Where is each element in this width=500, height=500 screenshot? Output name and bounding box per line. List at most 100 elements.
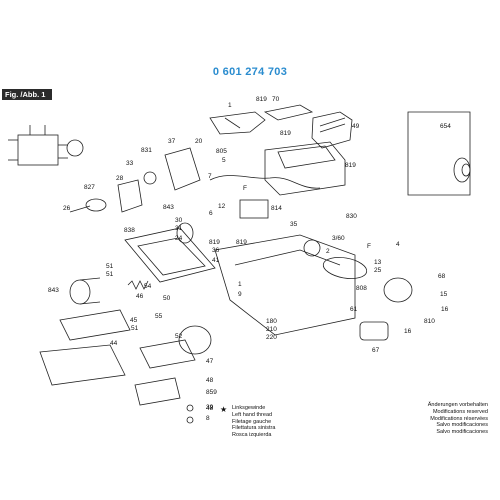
base-frame [124, 227, 216, 283]
callout-F: F [243, 185, 247, 192]
callout-16: 16 [441, 306, 449, 313]
legend-line-3: Filetage gauche [232, 418, 272, 425]
callout-50: 50 [163, 295, 171, 302]
callout-55: 55 [155, 313, 163, 320]
callout-9: 9 [238, 291, 242, 298]
callout-33: 33 [126, 160, 134, 167]
rear-roller [178, 325, 212, 355]
callout-13: 13 [374, 259, 382, 266]
wiring-schematic [8, 125, 84, 166]
foot-plate [134, 377, 181, 406]
sanding-belt [39, 344, 126, 386]
gear-part [143, 171, 157, 185]
callout-45: 45 [130, 317, 138, 324]
callout-37: 37 [168, 138, 176, 145]
block-part [311, 111, 353, 149]
callout-843: 843 [163, 204, 174, 211]
svg-text:★: ★ [220, 405, 227, 414]
callout-12: 12 [218, 203, 226, 210]
callout-44: 44 [110, 340, 118, 347]
fan-cover [164, 147, 201, 191]
plate [139, 339, 196, 369]
figure-tab: Fig. /Abb. 1 [2, 89, 52, 100]
drive-belt [117, 179, 143, 213]
callout-68: 68 [438, 273, 446, 280]
callout-48: 48 [206, 377, 214, 384]
callout-51: 51 [131, 325, 139, 332]
dust-bag [407, 111, 471, 196]
callout-210: 210 [266, 326, 277, 333]
note-line-4: Salvo modificaciones [436, 422, 488, 429]
callout-5: 5 [222, 157, 226, 164]
legend: Linksgewinde Left hand thread Filetage g… [232, 405, 275, 439]
callout-819: 819 [236, 239, 247, 246]
callout-24: 24 [175, 235, 183, 242]
armature [322, 257, 368, 279]
legend-line-4: Filettatura sinistra [232, 425, 276, 432]
legend-star: ★ [220, 405, 227, 414]
gear-part-2 [85, 198, 107, 212]
callout-830: 830 [346, 213, 357, 220]
callout-20: 20 [195, 138, 203, 145]
platen [59, 309, 131, 341]
callout-8: 8 [206, 415, 210, 422]
callout-180: 180 [266, 318, 277, 325]
callout-838: 838 [124, 227, 135, 234]
callout-843: 843 [48, 287, 59, 294]
note-line-5: Salvo modificaciones [436, 429, 488, 436]
callout-25: 25 [374, 267, 382, 274]
note-line-3: Modifications réservées [430, 415, 488, 422]
callout-1: 1 [228, 102, 232, 109]
part-number-title: 0 601 274 703 [212, 66, 288, 78]
callout-654: 654 [440, 123, 451, 130]
callout-46: 46 [136, 293, 144, 300]
callout-35: 35 [290, 221, 298, 228]
legend-line-1: Linksgewinde [232, 405, 266, 411]
callout-831: 831 [141, 147, 152, 154]
callout-67: 67 [372, 347, 380, 354]
legend-line-5: Rosca izquierda [232, 432, 272, 439]
callout-26: 26 [63, 205, 71, 212]
callout-6: 6 [209, 210, 213, 217]
callout-3-60: 3/60 [332, 235, 345, 242]
callout-41: 41 [212, 257, 220, 264]
callout-49: 49 [352, 123, 360, 130]
callout-1: 1 [238, 281, 242, 288]
callout-15: 15 [440, 291, 448, 298]
callout-52: 52 [175, 333, 183, 340]
callout-805: 805 [216, 148, 227, 155]
note-line-1: Änderungen vorbehalten [427, 402, 488, 408]
main-housing [214, 234, 356, 336]
screw-2 [186, 416, 194, 424]
knob [359, 321, 389, 341]
callout-54: 54 [144, 283, 152, 290]
pulley [176, 222, 194, 244]
callout-7: 7 [208, 173, 212, 180]
callout-31: 31 [175, 225, 183, 232]
callout-30: 30 [175, 217, 183, 224]
field-coil [383, 277, 413, 303]
switch-unit [239, 199, 269, 219]
callout-814: 814 [271, 205, 282, 212]
callout-51: 51 [106, 271, 114, 278]
callout-39: 39 [206, 404, 214, 411]
callout-70: 70 [272, 96, 280, 103]
callout-819: 819 [256, 96, 267, 103]
power-cable [209, 175, 321, 189]
callout-220: 220 [266, 334, 277, 341]
callout-810: 810 [424, 318, 435, 325]
callout-F: F [367, 243, 371, 250]
callout-859: 859 [206, 389, 217, 396]
callout-819: 819 [280, 130, 291, 137]
callout-2: 2 [326, 248, 330, 255]
screw [186, 404, 194, 412]
callout-51: 51 [106, 263, 114, 270]
callout-819: 819 [209, 239, 220, 246]
callout-819: 819 [345, 162, 356, 169]
legend-line-2: Left hand thread [232, 411, 273, 418]
cover-part [209, 111, 266, 135]
callout-4: 4 [396, 241, 400, 248]
callout-16: 16 [404, 328, 412, 335]
